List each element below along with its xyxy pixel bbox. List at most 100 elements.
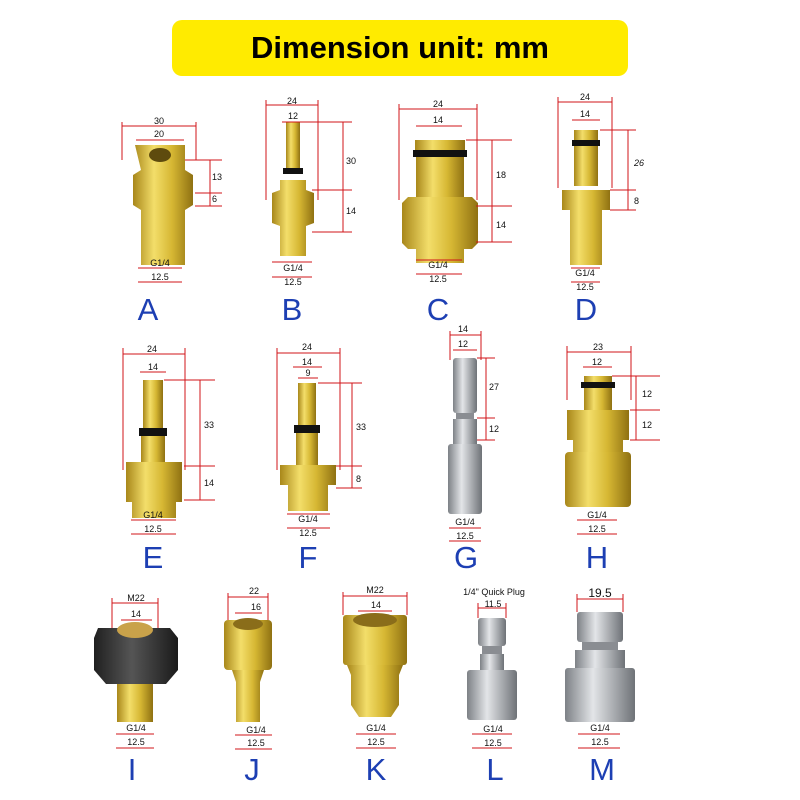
dim-f-2: 14 xyxy=(302,357,312,367)
plug-g-groove xyxy=(456,413,474,419)
dim-h-3: 12 xyxy=(642,389,652,399)
coupler-i-nut xyxy=(94,628,178,684)
adapter-h-top xyxy=(584,376,612,382)
dim-m-1: 19.5 xyxy=(588,586,612,600)
dim-k-1: M22 xyxy=(366,585,384,595)
dim-d-5: G1/4 xyxy=(575,268,595,278)
dim-a-3: 13 xyxy=(212,172,222,182)
dim-f-5: 8 xyxy=(356,474,361,484)
dim-i-2: 14 xyxy=(131,609,141,619)
part-i: M22 14 G1/4 12.5 xyxy=(94,593,178,749)
adapter-f-oring xyxy=(294,425,320,433)
adapter-d-oring xyxy=(572,140,600,146)
letter-a: A xyxy=(137,292,159,327)
plug-l-tip xyxy=(478,618,506,646)
letter-b: B xyxy=(281,292,303,327)
dim-i-4: 12.5 xyxy=(127,737,145,747)
coupler-k-hex xyxy=(347,665,403,717)
dim-e-1: 24 xyxy=(147,344,157,354)
dim-k-3: G1/4 xyxy=(366,723,386,733)
dim-c-4: 14 xyxy=(496,220,506,230)
part-k: M22 14 G1/4 12.5 xyxy=(342,585,408,749)
adapter-a-bore xyxy=(149,148,171,162)
dim-j-1: 22 xyxy=(249,586,259,596)
plug-l-groove xyxy=(482,646,502,654)
adapter-e-oring xyxy=(139,428,167,436)
dim-e-4: 14 xyxy=(204,478,214,488)
part-g: 14 12 27 12 G1/4 12.5 xyxy=(448,324,499,542)
adapter-h-oring xyxy=(581,382,615,388)
plug-m-hex xyxy=(565,668,635,722)
dim-i-1: M22 xyxy=(127,593,145,603)
adapter-f-body xyxy=(280,465,336,511)
dim-a-1: 30 xyxy=(154,116,164,126)
letter-c: C xyxy=(426,292,450,327)
plug-m-neck xyxy=(575,650,625,668)
coupler-j-knurl xyxy=(224,620,272,670)
dim-c-1: 24 xyxy=(433,99,443,109)
coupler-i-body xyxy=(117,684,153,722)
part-l: 1/4" Quick Plug 11.5 G1/4 12.5 xyxy=(463,587,525,749)
dim-f-1: 24 xyxy=(302,342,312,352)
dim-e-3: 33 xyxy=(204,420,214,430)
dim-b-4: 14 xyxy=(346,206,356,216)
coupler-j-body xyxy=(232,670,264,722)
adapter-c-top xyxy=(415,140,465,150)
coupler-j-bore xyxy=(233,618,263,630)
dim-l-1: 1/4" Quick Plug xyxy=(463,587,525,597)
dim-b-5: G1/4 xyxy=(283,263,303,273)
adapter-d-shaft xyxy=(574,146,598,186)
letter-l: L xyxy=(486,752,504,787)
dim-g-4: 12 xyxy=(489,424,499,434)
dim-b-3: 30 xyxy=(346,156,356,166)
adapter-c-oring xyxy=(413,150,467,157)
dim-h-6: 12.5 xyxy=(588,524,606,534)
dim-j-4: 12.5 xyxy=(247,738,265,748)
dim-l-4: 12.5 xyxy=(484,738,502,748)
dim-f-3: 9 xyxy=(305,368,310,378)
part-c: 24 14 18 14 G1/4 12.5 xyxy=(398,99,512,284)
plug-g-body xyxy=(448,444,482,514)
dim-c-6: 12.5 xyxy=(429,274,447,284)
dim-c-3: 18 xyxy=(496,170,506,180)
adapter-b-oring xyxy=(283,168,303,174)
plug-g-stem xyxy=(453,358,477,413)
dim-j-2: 16 xyxy=(251,602,261,612)
dim-g-6: 12.5 xyxy=(456,531,474,541)
adapter-b-body xyxy=(272,180,314,256)
plug-l-neck xyxy=(480,654,504,670)
dim-d-3: 26 xyxy=(633,158,644,168)
adapter-d-tip xyxy=(574,130,598,140)
dim-g-3: 27 xyxy=(489,382,499,392)
letter-j: J xyxy=(244,752,260,787)
plug-m-groove xyxy=(582,642,618,650)
dim-e-2: 14 xyxy=(148,362,158,372)
letter-i: I xyxy=(127,752,137,787)
part-h: 23 12 12 12 G1/4 12.5 xyxy=(565,342,660,535)
dim-e-5: G1/4 xyxy=(143,510,163,520)
dim-h-5: G1/4 xyxy=(587,510,607,520)
dim-j-3: G1/4 xyxy=(246,725,266,735)
letter-e: E xyxy=(142,540,164,575)
letter-f: F xyxy=(298,540,318,575)
dim-m-2: G1/4 xyxy=(590,723,610,733)
adapter-f-neck xyxy=(296,433,318,465)
dim-h-4: 12 xyxy=(642,420,652,430)
letter-g: G xyxy=(453,540,479,575)
coupler-i-thread xyxy=(117,622,153,638)
adapter-e-body xyxy=(126,462,182,518)
plug-m-tip xyxy=(577,612,623,642)
dim-g-5: G1/4 xyxy=(455,517,475,527)
dim-a-5: G1/4 xyxy=(150,258,170,268)
dim-h-1: 23 xyxy=(593,342,603,352)
plug-l-hex xyxy=(467,670,517,720)
unit-banner: Dimension unit: mm xyxy=(172,20,628,76)
adapter-b-nozzle xyxy=(286,122,300,172)
part-a: 30 20 13 6 G1/4 12.5 xyxy=(121,116,222,283)
dim-f-6: G1/4 xyxy=(298,514,318,524)
adapter-c-body xyxy=(402,197,478,263)
letter-k: K xyxy=(365,752,387,787)
dim-d-4: 8 xyxy=(634,196,639,206)
dim-m-3: 12.5 xyxy=(591,737,609,747)
part-b: 24 12 30 14 G1/4 12.5 xyxy=(265,96,356,287)
